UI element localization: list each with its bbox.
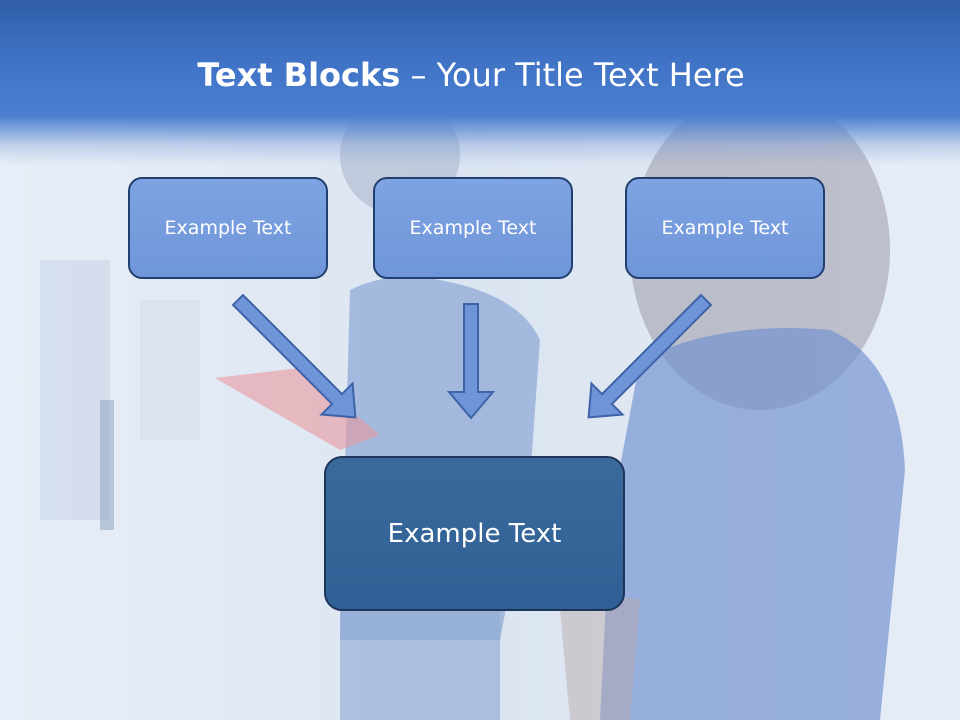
text-block-2[interactable]: Example Text — [373, 177, 573, 279]
main-text-block-label: Example Text — [387, 518, 562, 549]
title-rest: – Your Title Text Here — [400, 56, 745, 94]
arrow-left — [231, 293, 357, 419]
arrow-center — [446, 303, 496, 420]
main-text-block[interactable]: Example Text — [324, 456, 625, 611]
title-bar — [0, 0, 960, 165]
text-block-2-label: Example Text — [409, 217, 537, 239]
text-block-1[interactable]: Example Text — [128, 177, 328, 279]
text-block-3[interactable]: Example Text — [625, 177, 825, 279]
text-block-1-label: Example Text — [164, 217, 292, 239]
text-block-3-label: Example Text — [661, 217, 789, 239]
slide-title: Text Blocks – Your Title Text Here — [0, 54, 942, 96]
arrow-right — [587, 293, 713, 419]
title-bold: Text Blocks — [197, 56, 401, 94]
